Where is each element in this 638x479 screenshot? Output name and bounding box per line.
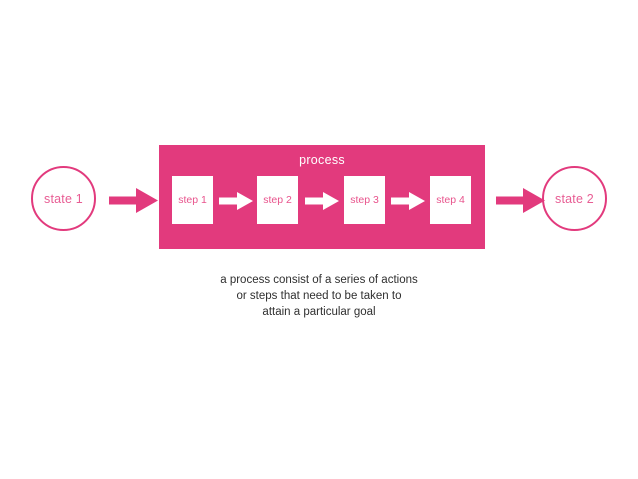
caption-line-2: or steps that need to be taken to xyxy=(236,290,402,302)
start-state-node[interactable]: state 1 xyxy=(31,166,96,231)
process-step-label: step 4 xyxy=(436,194,465,206)
process-title: process xyxy=(299,153,345,167)
arrow-right-icon xyxy=(496,188,545,213)
arrow-right-icon xyxy=(305,192,339,210)
arrow-right-icon xyxy=(109,188,158,213)
process-step-box[interactable]: step 1 xyxy=(172,176,213,224)
process-step-label: step 1 xyxy=(178,194,207,206)
process-step-label: step 2 xyxy=(263,194,292,206)
end-state-node[interactable]: state 2 xyxy=(542,166,607,231)
process-step-label: step 3 xyxy=(350,194,379,206)
diagram-caption: a process consist of a series of actions… xyxy=(0,272,638,320)
process-step-box[interactable]: step 3 xyxy=(344,176,385,224)
process-container[interactable]: process step 1 step 2 step 3 step 4 xyxy=(159,145,485,249)
arrow-right-icon xyxy=(219,192,253,210)
arrow-right-icon xyxy=(391,192,425,210)
end-state-label: state 2 xyxy=(555,191,594,206)
process-step-box[interactable]: step 2 xyxy=(257,176,298,224)
caption-line-3: attain a particular goal xyxy=(262,306,376,318)
caption-line-1: a process consist of a series of actions xyxy=(220,274,418,286)
start-state-label: state 1 xyxy=(44,191,83,206)
process-step-box[interactable]: step 4 xyxy=(430,176,471,224)
